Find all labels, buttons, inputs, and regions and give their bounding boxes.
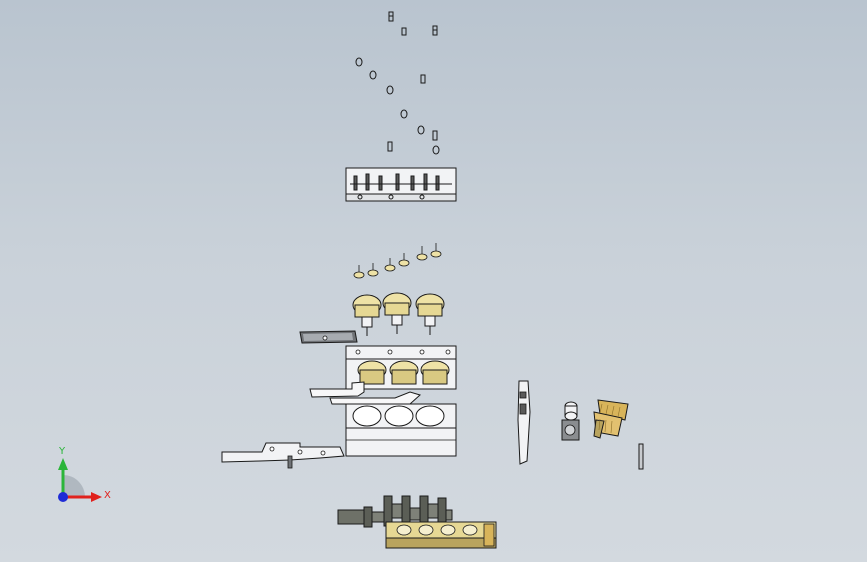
engine-block[interactable] xyxy=(345,403,457,457)
z-axis-icon xyxy=(58,492,68,502)
combustion-chamber[interactable] xyxy=(357,360,387,385)
valve-keeper[interactable] xyxy=(387,141,393,152)
combustion-chamber[interactable] xyxy=(420,360,450,385)
piston[interactable] xyxy=(415,293,445,335)
cylinder-bore xyxy=(352,405,382,427)
bearing-shells[interactable] xyxy=(593,399,629,439)
valve-retainer[interactable] xyxy=(400,109,408,119)
y-axis-label: Y xyxy=(58,446,66,457)
valve-keeper[interactable] xyxy=(432,130,438,141)
valve-keeper[interactable] xyxy=(401,27,407,36)
timing-cover[interactable] xyxy=(517,380,531,465)
crankcase-rail[interactable] xyxy=(221,442,345,469)
piston[interactable] xyxy=(382,292,412,334)
valve[interactable] xyxy=(430,243,442,258)
combustion-chamber[interactable] xyxy=(389,360,419,385)
main-bearing-girdle[interactable] xyxy=(385,521,497,549)
cylinder-head-lower[interactable] xyxy=(345,345,457,390)
valve[interactable] xyxy=(416,246,428,261)
valve-retainer[interactable] xyxy=(417,125,425,135)
valve-spring-parts[interactable] xyxy=(355,11,440,155)
valve[interactable] xyxy=(353,265,365,279)
intake-manifold[interactable] xyxy=(309,381,421,405)
valve-keeper[interactable] xyxy=(388,11,394,22)
valve-retainer[interactable] xyxy=(432,145,440,155)
dowel-pin[interactable] xyxy=(638,443,644,470)
valve-retainer[interactable] xyxy=(355,57,363,67)
valve[interactable] xyxy=(367,263,379,277)
y-arrow-icon xyxy=(58,458,68,470)
head-gasket-plate[interactable] xyxy=(299,330,358,344)
pistons[interactable] xyxy=(352,292,445,336)
crankshaft[interactable] xyxy=(337,495,453,528)
x-axis-label: X xyxy=(104,490,111,501)
connecting-rod[interactable] xyxy=(561,401,580,441)
cylinder-bore xyxy=(415,405,445,427)
cylinder-head-upper[interactable] xyxy=(345,167,457,202)
valve-retainer[interactable] xyxy=(369,70,377,80)
valves[interactable] xyxy=(353,243,442,279)
valve-retainer[interactable] xyxy=(386,85,394,95)
valve[interactable] xyxy=(398,253,410,267)
triad-icon: Y X xyxy=(58,446,111,502)
triad-plane-icon xyxy=(63,475,85,497)
piston[interactable] xyxy=(352,294,382,336)
valve-keeper[interactable] xyxy=(420,74,426,84)
cylinder-bore xyxy=(384,405,414,427)
x-arrow-icon xyxy=(91,492,102,502)
valve[interactable] xyxy=(384,258,396,272)
valve-keeper[interactable] xyxy=(432,25,438,36)
